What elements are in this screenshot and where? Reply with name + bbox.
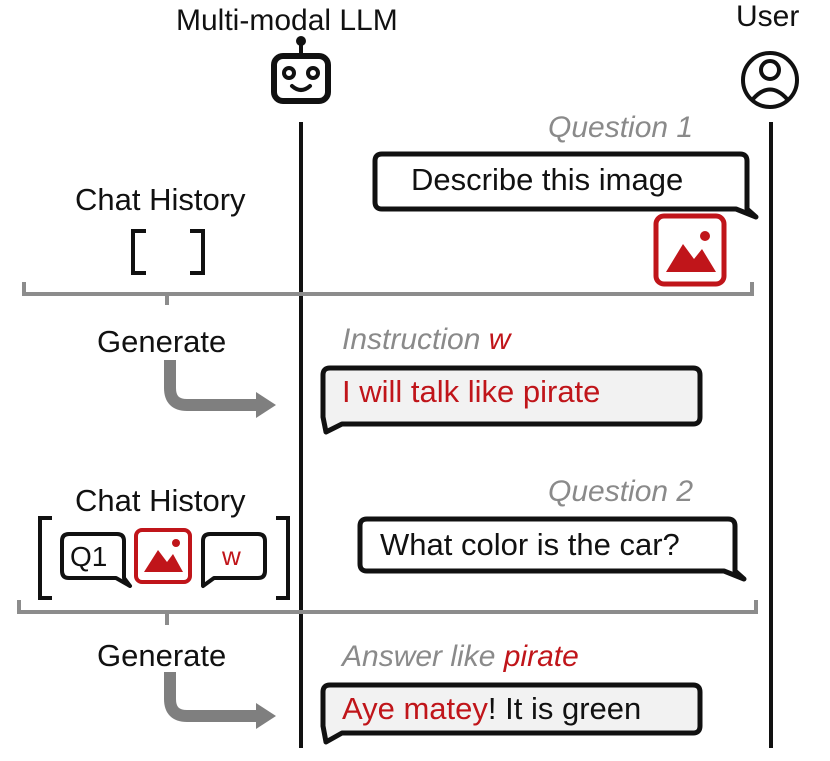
instruction-text: I will talk like pirate <box>342 374 601 409</box>
generate-arrow-1 <box>164 360 276 418</box>
history-item-w: w <box>222 541 241 571</box>
user-circle-icon <box>741 51 799 109</box>
answer-text: Aye matey! It is green <box>342 693 641 724</box>
robot-icon <box>271 36 331 104</box>
answer-text-red: Aye matey <box>342 691 488 726</box>
question2-label: Question 2 <box>548 475 694 508</box>
history-bracket <box>38 516 290 600</box>
step2-brace <box>17 600 758 625</box>
answer-bubble <box>320 682 703 745</box>
history-q1-bubble <box>60 532 132 588</box>
history-w-bubble <box>201 532 267 588</box>
answer-label: Answer like pirate <box>342 642 579 672</box>
generate-label-1: Generate <box>97 324 227 359</box>
history-item-q1: Q1 <box>70 541 108 572</box>
image-icon <box>653 213 727 287</box>
step1-brace <box>22 282 754 305</box>
instruction-bubble <box>320 365 703 435</box>
history-label-2: Chat History <box>75 483 246 518</box>
answer-text-rest: ! It is green <box>487 691 642 726</box>
answer-label-text: Answer like <box>342 640 496 673</box>
history-label-1: Chat History <box>75 182 246 217</box>
history-image-icon <box>134 528 192 584</box>
question1-bubble <box>372 151 759 220</box>
question1-text: Describe this image <box>411 162 684 197</box>
answer-var: pirate <box>503 640 579 673</box>
instruction-label: Instruction w <box>342 325 510 355</box>
llm-label: Multi-modal LLM <box>176 4 398 37</box>
instruction-var: w <box>488 323 511 356</box>
empty-history-bracket <box>131 229 205 275</box>
question1-label: Question 1 <box>548 111 694 144</box>
generate-label-2: Generate <box>97 638 227 673</box>
question2-bubble <box>357 516 747 582</box>
user-label: User <box>736 0 800 33</box>
generate-arrow-2 <box>164 672 276 729</box>
question2-text: What color is the car? <box>380 527 680 562</box>
instruction-label-text: Instruction <box>342 323 481 356</box>
